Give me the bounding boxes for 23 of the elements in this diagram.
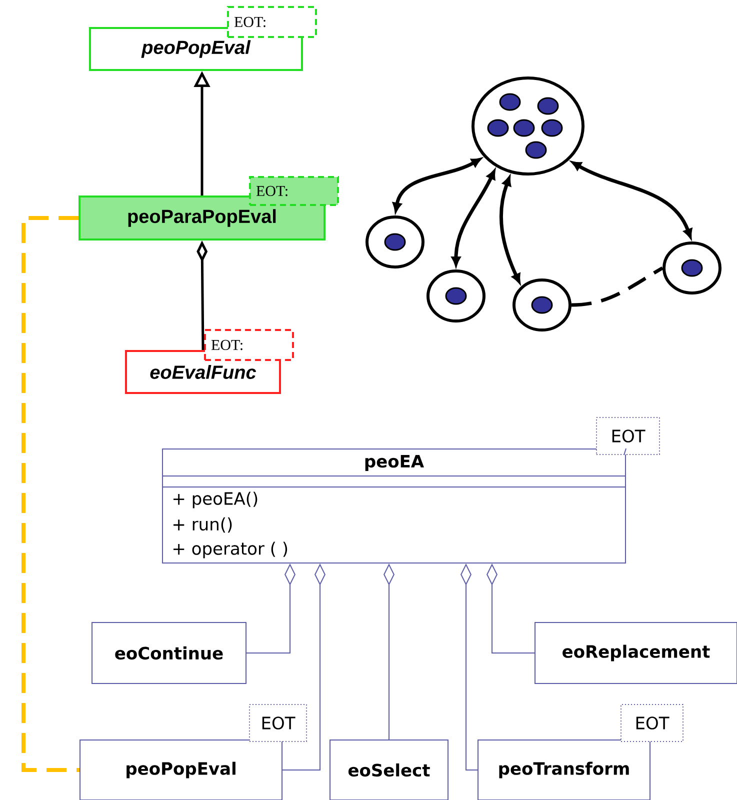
template-tag: EOT:	[227, 6, 317, 38]
arrow	[499, 176, 520, 284]
template-tag: EOT:	[249, 176, 339, 206]
template-tag: EOT:	[204, 329, 294, 361]
dashed-line	[22, 216, 80, 772]
dashed-line	[571, 266, 664, 307]
population-circle	[472, 76, 584, 176]
class-box: peoEA + peoEA() + run() + operator ( )	[162, 448, 626, 564]
class-box: peoTransform	[478, 740, 650, 800]
individual-circle	[426, 270, 486, 322]
arrow	[452, 170, 496, 266]
individual-circle	[512, 278, 572, 332]
individual-circle	[366, 216, 424, 268]
class-box: eoReplacement	[534, 622, 737, 684]
individual-circle	[662, 242, 722, 294]
class-box: eoSelect	[330, 740, 448, 800]
arrow	[392, 158, 482, 212]
template-tag: EOT	[620, 704, 684, 742]
template-tag: EOT	[249, 704, 307, 742]
template-tag: EOT	[596, 417, 660, 455]
class-box: peoPopEval	[80, 740, 282, 800]
class-box: eoContinue	[92, 622, 246, 684]
arrow	[572, 161, 692, 238]
